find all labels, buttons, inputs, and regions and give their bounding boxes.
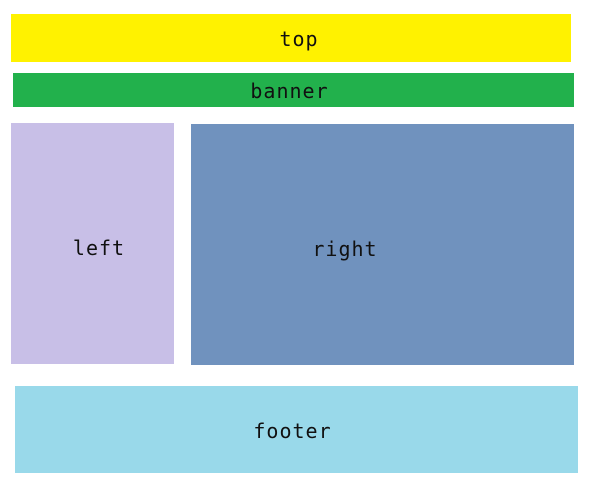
footer-block: footer <box>15 386 578 473</box>
right-label: right <box>312 236 378 261</box>
right-block: right <box>191 124 574 365</box>
top-label: top <box>279 27 319 51</box>
left-label: left <box>72 235 126 260</box>
top-block: top <box>11 14 571 62</box>
left-block: left <box>11 123 174 364</box>
banner-block: banner <box>13 73 574 107</box>
footer-label: footer <box>253 418 332 443</box>
banner-label: banner <box>250 79 329 103</box>
